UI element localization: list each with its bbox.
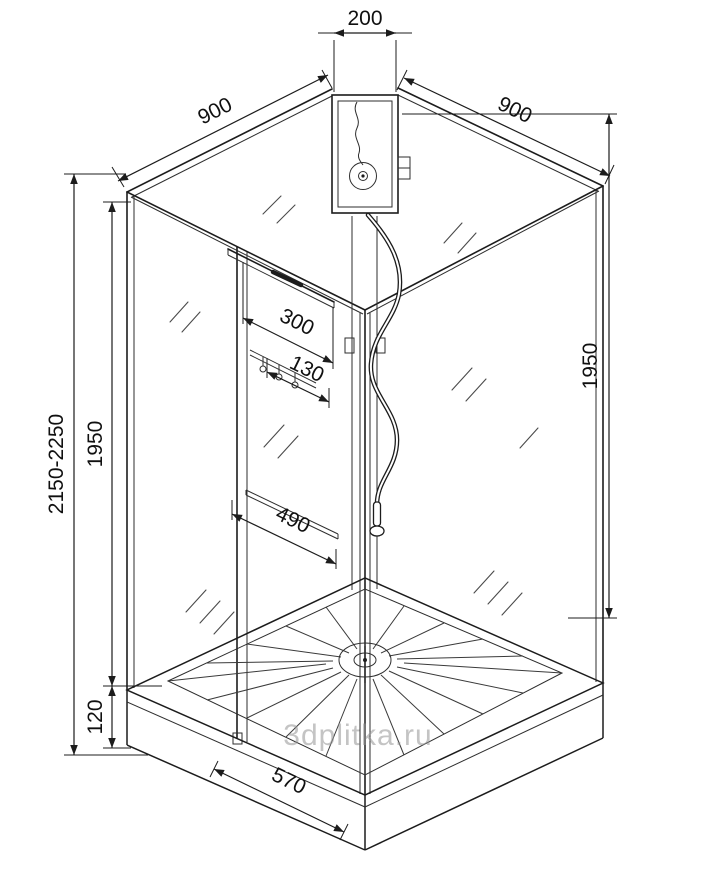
shower-column bbox=[331, 94, 411, 214]
shower-tray bbox=[125, 577, 605, 851]
dimension-label-right-top-edge: 900 bbox=[494, 92, 536, 128]
drain bbox=[338, 642, 392, 678]
dimension-label-left-top-edge: 900 bbox=[194, 93, 236, 129]
dimension-right-height: 1950 bbox=[402, 113, 617, 619]
dimension-label-overall-height: 2150-2250 bbox=[45, 414, 68, 514]
door-panel bbox=[227, 246, 335, 745]
shower-hose bbox=[365, 212, 403, 537]
hand-shower bbox=[369, 501, 385, 537]
dimension-left-top-edge: 900 bbox=[111, 69, 333, 188]
roof-edges bbox=[126, 87, 604, 315]
dimension-tray-height: 120 bbox=[84, 686, 131, 749]
dimension-entry-width: 570 bbox=[209, 760, 349, 841]
dimension-hooks-width: 130 bbox=[266, 351, 330, 408]
dimension-top-width: 200 bbox=[318, 7, 412, 92]
dimension-label-right-height: 1950 bbox=[579, 343, 602, 390]
dimension-label-door-width: 300 bbox=[276, 304, 318, 340]
dimension-label-top-width: 200 bbox=[347, 7, 382, 30]
dimension-label-left-height: 1950 bbox=[84, 421, 107, 468]
dimension-label-towel-bar: 490 bbox=[272, 502, 314, 538]
dimension-right-top-edge: 900 bbox=[396, 69, 615, 185]
dimension-towel-bar: 490 bbox=[231, 500, 337, 569]
dimension-overall-height: 2150-2250 bbox=[45, 173, 148, 756]
watermark-text: 3dplitka.ru bbox=[283, 719, 432, 752]
wall-edges bbox=[126, 185, 604, 796]
tray-grooves bbox=[167, 589, 563, 775]
hand-shower-bracket bbox=[397, 156, 411, 180]
dimension-label-tray-height: 120 bbox=[84, 699, 107, 734]
glass-reflections bbox=[169, 195, 539, 635]
dimension-left-height: 1950 bbox=[84, 201, 162, 687]
shower-head bbox=[349, 162, 377, 190]
door-handle bbox=[270, 269, 304, 288]
